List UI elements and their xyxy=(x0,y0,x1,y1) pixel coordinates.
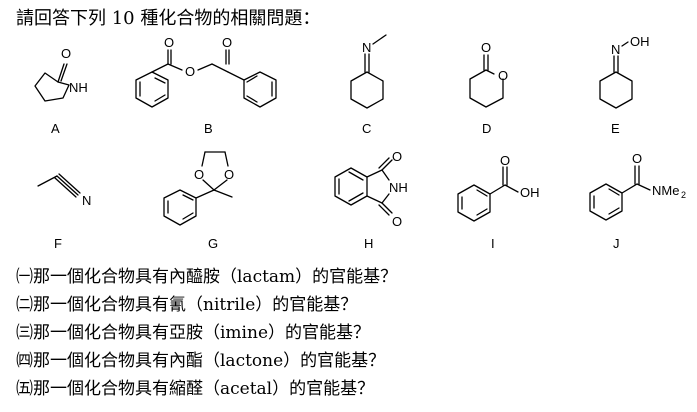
structure-c-atom-n: N xyxy=(362,40,371,55)
structure-g-atom-o1: O xyxy=(194,167,204,182)
structure-i: O OH I xyxy=(457,153,540,251)
structure-c: N C xyxy=(350,34,387,136)
label-c: C xyxy=(362,121,371,136)
structure-h-atom-nh: NH xyxy=(389,180,408,195)
structure-e-atom-n: N xyxy=(611,42,620,57)
structure-f: N F xyxy=(37,173,91,251)
structure-h: NH O O H xyxy=(334,149,408,251)
structure-j-atom-nme: NMe xyxy=(652,183,679,198)
label-j: J xyxy=(613,236,620,251)
label-e: E xyxy=(611,121,620,136)
structure-e: N OH E xyxy=(599,34,650,136)
label-h: H xyxy=(364,236,373,251)
label-a: A xyxy=(51,121,60,136)
structure-i-atom-o: O xyxy=(500,153,510,168)
structure-g-atom-o2: O xyxy=(224,167,234,182)
label-g: G xyxy=(208,236,218,251)
structure-h-atom-o1: O xyxy=(392,149,402,164)
structure-d-atom-o-ring: O xyxy=(498,68,508,83)
structure-j: O NMe 2 J xyxy=(589,151,686,251)
question-3: ㈢那一個化合物具有亞胺（imine）的官能基？ xyxy=(16,323,371,343)
structure-b-atom-o1: O xyxy=(164,35,174,50)
structure-e-atom-oh: OH xyxy=(630,34,650,49)
structure-j-atom-subscript: 2 xyxy=(681,190,686,200)
question-5: ㈤那一個化合物具有縮醛（acetal）的官能基？ xyxy=(16,379,375,399)
question-2: ㈡那一個化合物具有氰（nitrile）的官能基？ xyxy=(16,295,358,315)
structure-b-atom-o2: O xyxy=(185,64,195,79)
structure-b-atom-o3: O xyxy=(222,35,232,50)
structure-f-atom-n: N xyxy=(82,193,91,208)
structure-a-atom-nh: NH xyxy=(69,80,88,95)
structure-b: O O O B xyxy=(135,35,277,136)
structure-a: O NH A xyxy=(34,46,88,136)
label-b: B xyxy=(204,121,213,136)
structure-j-atom-o: O xyxy=(632,151,642,166)
label-d: D xyxy=(482,121,491,136)
structure-d: O O D xyxy=(469,40,508,136)
question-1: ㈠那一個化合物具有內醯胺（lactam）的官能基？ xyxy=(16,267,398,287)
problem-intro: 請回答下列 10 種化合物的相關問題： xyxy=(16,8,321,29)
structure-a-atom-o: O xyxy=(61,46,71,61)
label-i: I xyxy=(491,236,495,251)
structure-g: O O G xyxy=(163,151,234,251)
label-f: F xyxy=(54,236,62,251)
structure-i-atom-oh: OH xyxy=(520,185,540,200)
question-4: ㈣那一個化合物具有內酯（lactone）的官能基？ xyxy=(16,351,386,371)
structure-d-atom-o: O xyxy=(481,40,491,55)
structure-h-atom-o2: O xyxy=(392,214,402,229)
